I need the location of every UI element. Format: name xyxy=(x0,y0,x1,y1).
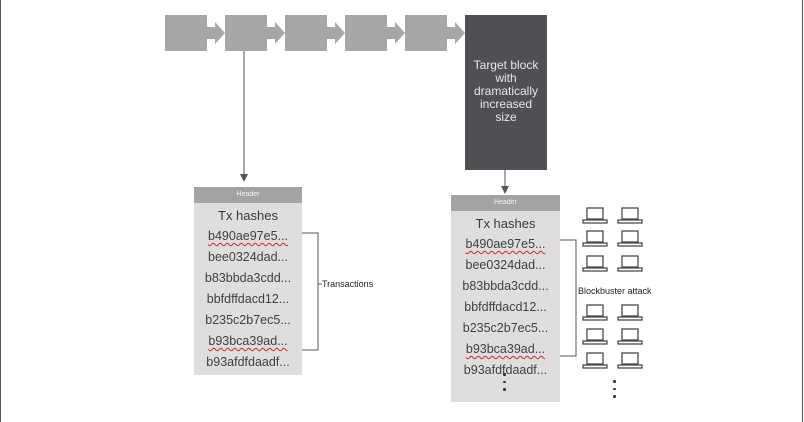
frame-right-edge xyxy=(802,0,803,422)
chain-arrow-2 xyxy=(267,22,285,44)
laptop-icon xyxy=(582,230,608,247)
laptop-icon xyxy=(582,352,608,369)
laptop-icon xyxy=(582,255,608,272)
block-header-left: Header xyxy=(194,187,302,203)
tx-hash-left-3: b83bbda3cdd... xyxy=(204,271,292,285)
tx-hash-left-4: bbfdffdacd12... xyxy=(206,292,290,306)
chain-block-3 xyxy=(285,15,327,51)
target-block-line-2: with xyxy=(495,71,517,85)
tx-hash-right-3: b83bbda3cdd... xyxy=(462,279,549,293)
tx-hash-right-4: bbfdffdacd12... xyxy=(464,300,547,314)
tx-hash-left-6: b93bca39ad... xyxy=(208,334,288,348)
transactions-label: Transactions xyxy=(322,279,374,289)
tx-hash-left-2: bee0324dad... xyxy=(208,250,288,264)
left-arrowhead xyxy=(240,174,248,182)
chain-block-5 xyxy=(405,15,447,51)
target-block-line-4: increased xyxy=(479,97,533,111)
target-block-line-1: Target block xyxy=(473,58,539,72)
chain-arrow-1 xyxy=(207,22,225,44)
tx-hash-right-1: b490ae97e5... xyxy=(465,237,546,251)
laptop-icon xyxy=(582,304,608,321)
tx-hash-left-5: b235c2b7ec5... xyxy=(205,313,291,327)
target-arrowhead xyxy=(501,186,509,194)
tx-hash-right-2: bee0324dad... xyxy=(465,258,546,272)
tx-hash-right-7: b93afdfdaadf... xyxy=(463,363,548,377)
more-computers-ellipsis xyxy=(613,380,617,403)
tx-hash-left-7: b93afdfdaadf... xyxy=(206,355,290,369)
frame-left-edge xyxy=(0,0,1,422)
laptop-icon xyxy=(617,230,643,247)
attack-bracket xyxy=(560,239,577,357)
tx-hashes-title-left: Tx hashes xyxy=(218,208,278,223)
tx-hash-left-1: b490ae97e5... xyxy=(208,229,288,243)
transactions-bracket xyxy=(302,232,319,351)
chain-block-4 xyxy=(345,15,387,51)
blockbuster-attack-label: Blockbuster attack xyxy=(578,286,652,296)
tx-hash-row: b93bca39ad... xyxy=(194,334,302,348)
target-block: Target block with dramatically increased… xyxy=(465,15,547,170)
laptop-icon xyxy=(617,328,643,345)
tx-hash-row: b490ae97e5... xyxy=(194,229,302,243)
laptop-icon xyxy=(617,255,643,272)
laptop-icon xyxy=(617,304,643,321)
more-transactions-ellipsis xyxy=(503,373,507,396)
chain-arrow-4 xyxy=(387,22,405,44)
chain-block-2 xyxy=(225,15,267,51)
laptop-icon xyxy=(617,352,643,369)
tx-hash-row: b490ae97e5... xyxy=(451,237,560,251)
tx-hash-right-6: b93bca39ad... xyxy=(465,342,546,356)
chain-arrow-5 xyxy=(447,22,465,44)
chain-block-1 xyxy=(165,15,207,51)
tx-hash-row: b93bca39ad... xyxy=(451,342,560,356)
target-block-line-3: dramatically xyxy=(473,84,539,98)
tx-hashes-title-right: Tx hashes xyxy=(475,216,536,231)
target-block-line-5: size xyxy=(495,110,517,124)
block-panel-right: Header Tx hashes b490ae97e5... bee0324da… xyxy=(451,195,560,402)
laptop-icon xyxy=(617,207,643,224)
laptop-icon xyxy=(582,328,608,345)
laptop-icon xyxy=(582,207,608,224)
chain-arrow-3 xyxy=(327,22,345,44)
block-panel-left: Header Tx hashes b490ae97e5... bee0324da… xyxy=(194,187,302,375)
block-header-right: Header xyxy=(451,195,560,211)
tx-hash-right-5: b235c2b7ec5... xyxy=(462,321,549,335)
